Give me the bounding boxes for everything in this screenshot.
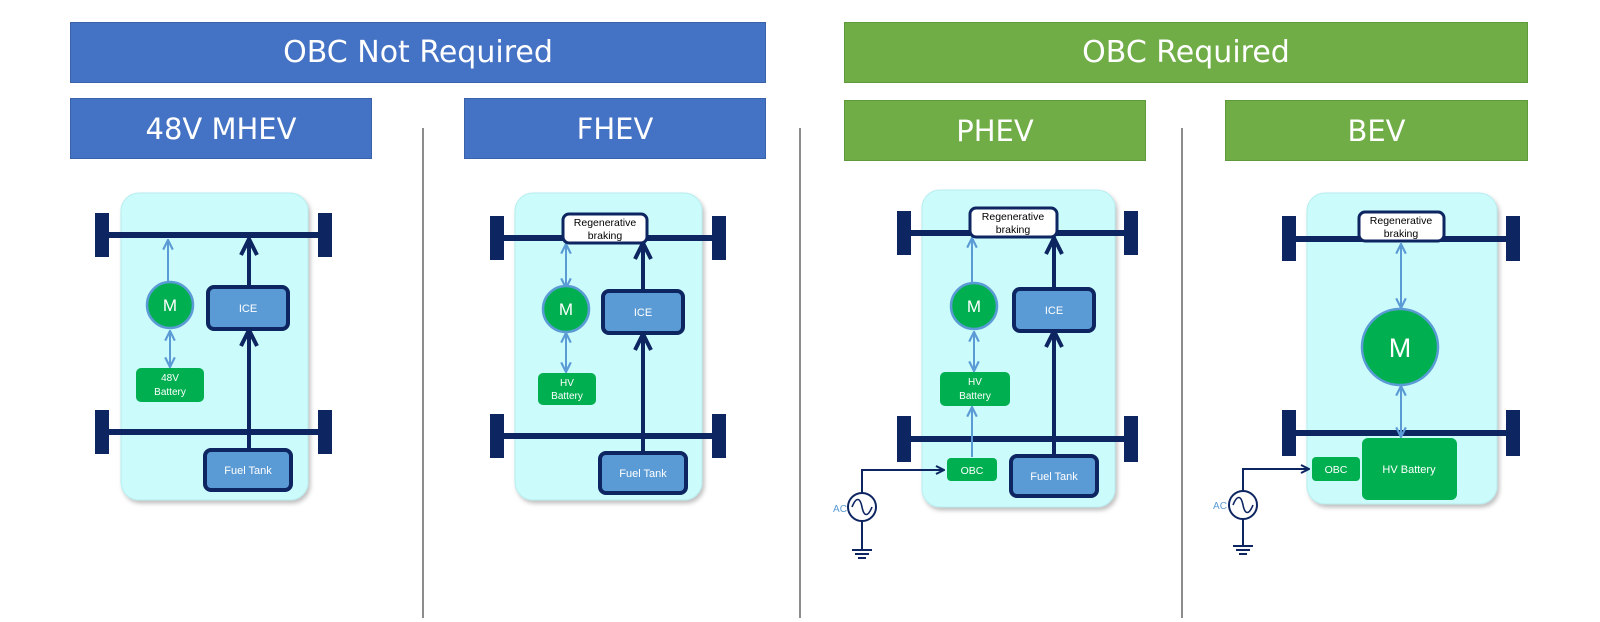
phev-wheel-fl	[897, 211, 911, 255]
phev-ice-label: ICE	[1045, 305, 1063, 317]
bev-hv-battery-label: HV Battery	[1382, 464, 1436, 476]
bev-wheel-fr	[1506, 216, 1520, 261]
phev-battery-label-2: Battery	[959, 391, 991, 402]
fhev-motor-label: M	[559, 300, 573, 319]
fhev-wheel-rr	[712, 414, 726, 458]
divider-1	[422, 128, 424, 618]
phev-ac-wire	[861, 470, 944, 493]
phev-ac-label: AC	[833, 504, 847, 515]
bev-wheel-rl	[1282, 410, 1296, 456]
bev-hv-battery	[1362, 438, 1457, 500]
phev-obc	[947, 458, 997, 481]
fhev-title: FHEV	[576, 111, 654, 146]
mhev-header: 48V MHEV	[70, 98, 372, 159]
obc-required-label: OBC Required	[1082, 35, 1290, 70]
phev-regen-label-1: Regenerative	[982, 211, 1045, 223]
bev-ac-wire	[1242, 469, 1309, 491]
fhev-motor	[541, 284, 591, 334]
phev-fuel-tank-label: Fuel Tank	[1030, 471, 1078, 483]
phev-wheel-rl	[897, 416, 911, 462]
bev-ac-sine	[1232, 496, 1254, 514]
phev-motor	[949, 281, 999, 331]
mhev-wheel-rl	[95, 410, 109, 454]
fhev-fuel-tank	[598, 451, 688, 495]
phev-wheel-fr	[1124, 211, 1138, 255]
phev-diagram: Regenerative braking M ICE HV Battery OB…	[833, 189, 1138, 559]
fhev-wheel-fl	[490, 216, 504, 260]
fhev-ice	[601, 289, 685, 335]
mhev-motor-label: M	[163, 296, 177, 315]
mhev-battery-label-1: 48V	[161, 373, 179, 384]
mhev-fuel-tank-label: Fuel Tank	[224, 465, 272, 477]
phev-fuel-tank	[1009, 454, 1099, 498]
bev-regen-label-2: braking	[1384, 228, 1419, 240]
bev-obc	[1312, 457, 1360, 481]
phev-ice	[1012, 287, 1096, 333]
phev-header: PHEV	[844, 100, 1146, 161]
bev-wheel-rr	[1506, 410, 1520, 456]
mhev-fuel-tank	[203, 448, 293, 492]
bev-regen-label-1: Regenerative	[1370, 215, 1433, 227]
bev-obc-label: OBC	[1325, 464, 1348, 476]
phev-battery	[940, 372, 1010, 406]
phev-wheel-rr	[1124, 416, 1138, 462]
bev-title: BEV	[1347, 113, 1406, 148]
obc-not-required-label: OBC Not Required	[283, 35, 553, 70]
fhev-regen-box	[561, 212, 649, 245]
obc-required-header: OBC Required	[844, 22, 1528, 83]
phev-obc-label: OBC	[961, 465, 984, 477]
fhev-regen-label-2: braking	[588, 230, 623, 242]
phev-battery-label-1: HV	[968, 377, 982, 388]
phev-regen-box	[968, 206, 1059, 239]
divider-2	[799, 128, 801, 618]
phev-ground-icon	[852, 549, 872, 559]
fhev-diagram: Regenerative braking M ICE HV Battery Fu…	[490, 192, 726, 501]
fhev-wheel-fr	[712, 216, 726, 260]
fhev-ice-label: ICE	[634, 307, 652, 319]
bev-diagram: Regenerative braking M HV Battery OBC AC	[1213, 192, 1520, 555]
bev-ground-icon	[1233, 545, 1253, 555]
divider-3	[1181, 128, 1183, 618]
fhev-regen-label-1: Regenerative	[574, 217, 637, 229]
mhev-battery-label-2: Battery	[154, 387, 186, 398]
bev-wheel-fl	[1282, 216, 1296, 261]
mhev-ice	[206, 285, 290, 331]
fhev-battery-label-1: HV	[560, 378, 574, 389]
bev-motor	[1360, 307, 1440, 387]
bev-regen-box	[1357, 210, 1446, 243]
fhev-battery	[538, 373, 596, 405]
fhev-wheel-rl	[490, 414, 504, 458]
bev-motor-label: M	[1389, 333, 1412, 363]
mhev-battery	[136, 368, 204, 402]
phev-motor-label: M	[967, 297, 981, 316]
phev-regen-label-2: braking	[996, 224, 1031, 236]
phev-ac-sine	[851, 498, 873, 516]
mhev-diagram: M ICE 48V Battery Fuel Tank	[95, 192, 332, 501]
mhev-wheel-fl	[95, 213, 109, 257]
phev-title: PHEV	[956, 113, 1034, 148]
bev-ac-label: AC	[1213, 501, 1227, 512]
fhev-fuel-tank-label: Fuel Tank	[619, 468, 667, 480]
bev-header: BEV	[1225, 100, 1528, 161]
phev-chassis	[921, 189, 1116, 508]
fhev-battery-label-2: Battery	[551, 391, 583, 402]
mhev-wheel-rr	[318, 410, 332, 454]
mhev-wheel-fr	[318, 213, 332, 257]
mhev-ice-label: ICE	[239, 303, 257, 315]
fhev-header: FHEV	[464, 98, 766, 159]
mhev-motor	[145, 280, 195, 330]
obc-not-required-header: OBC Not Required	[70, 22, 766, 83]
mhev-title: 48V MHEV	[145, 111, 297, 146]
